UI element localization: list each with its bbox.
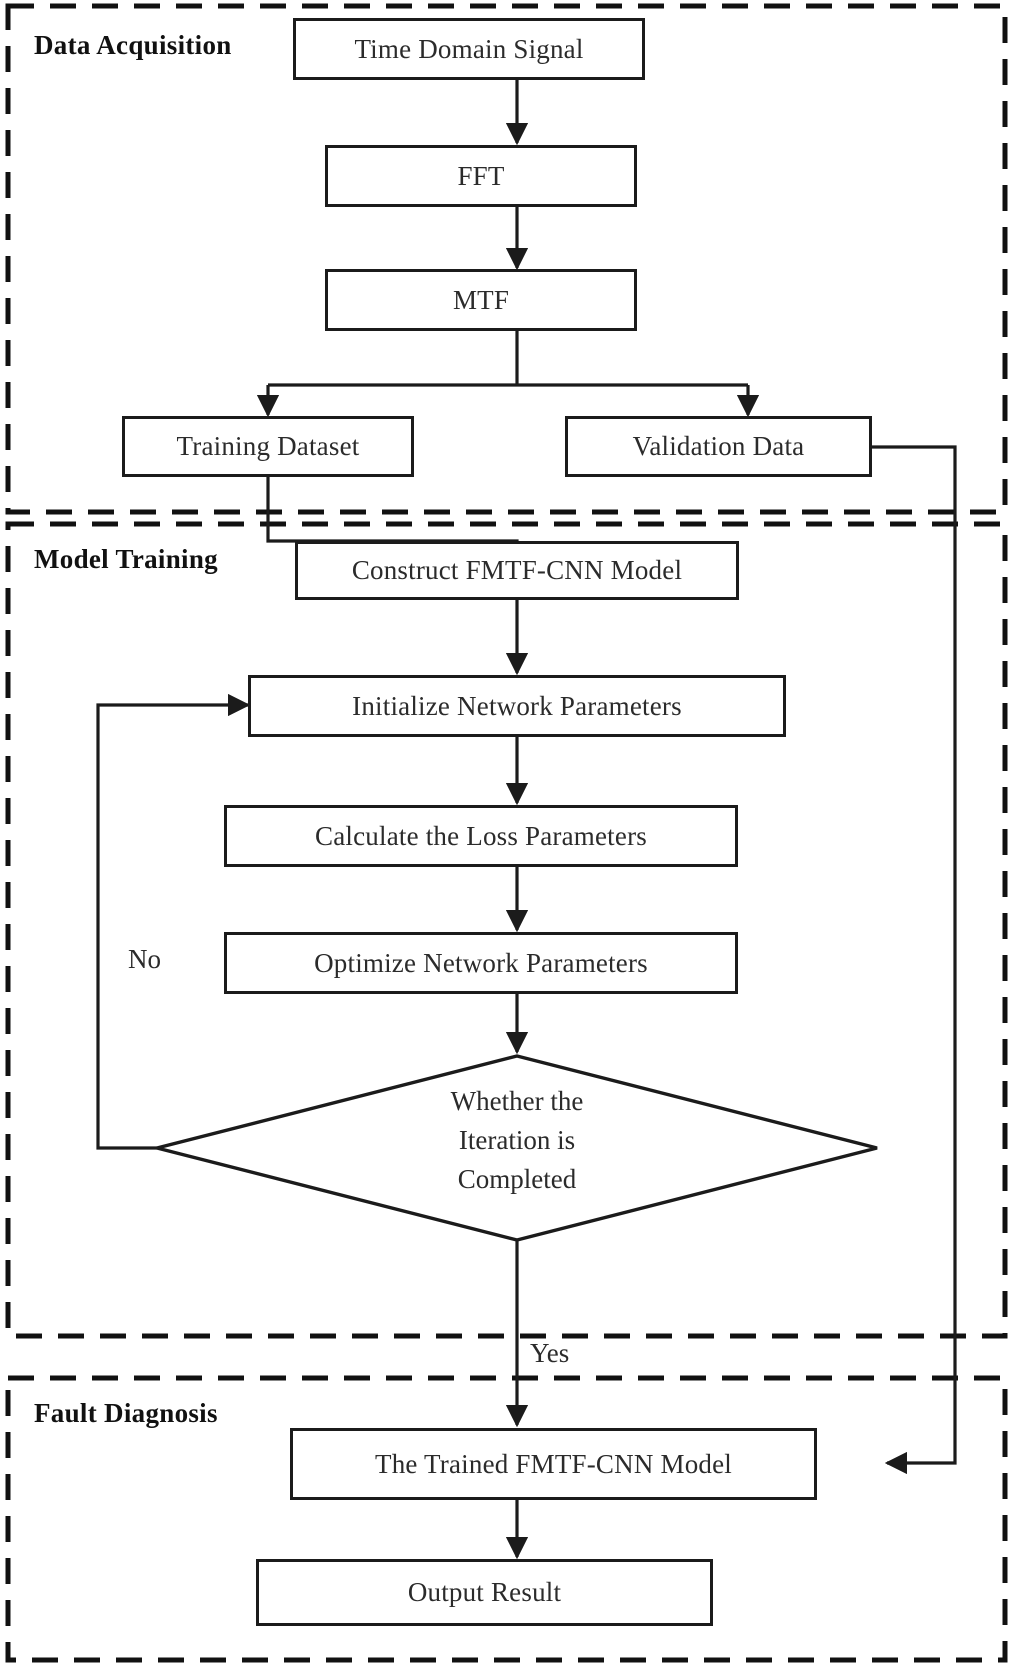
node-output-result[interactable]: Output Result (256, 1559, 713, 1626)
node-time-domain-signal[interactable]: Time Domain Signal (293, 18, 645, 80)
node-optimize-parameters[interactable]: Optimize Network Parameters (224, 932, 738, 994)
edge-no-branch-loop (96, 693, 251, 1150)
section-label-model-training: Model Training (34, 544, 218, 574)
node-mtf[interactable]: MTF (325, 269, 637, 331)
node-construct-model[interactable]: Construct FMTF-CNN Model (295, 541, 739, 600)
edge-label-no: No (128, 944, 161, 974)
section-label-data-acquisition: Data Acquisition (34, 30, 232, 60)
node-validation-data[interactable]: Validation Data (565, 416, 872, 477)
decision-iteration-completed-label: Whether the Iteration is Completed (450, 1086, 584, 1195)
edge-validation-to-trained-model (872, 445, 957, 1475)
edge-label-yes: Yes (530, 1338, 570, 1368)
node-training-dataset[interactable]: Training Dataset (122, 416, 414, 477)
section-border-data-acquisition (5, 3, 1008, 515)
section-border-fault-diagnosis (5, 1375, 1008, 1663)
section-border-model-training (5, 521, 1008, 1339)
node-trained-model[interactable]: The Trained FMTF-CNN Model (290, 1428, 817, 1500)
section-label-fault-diagnosis: Fault Diagnosis (34, 1398, 218, 1428)
node-initialize-parameters[interactable]: Initialize Network Parameters (248, 675, 786, 737)
node-fft[interactable]: FFT (325, 145, 637, 207)
node-calculate-loss[interactable]: Calculate the Loss Parameters (224, 805, 738, 867)
